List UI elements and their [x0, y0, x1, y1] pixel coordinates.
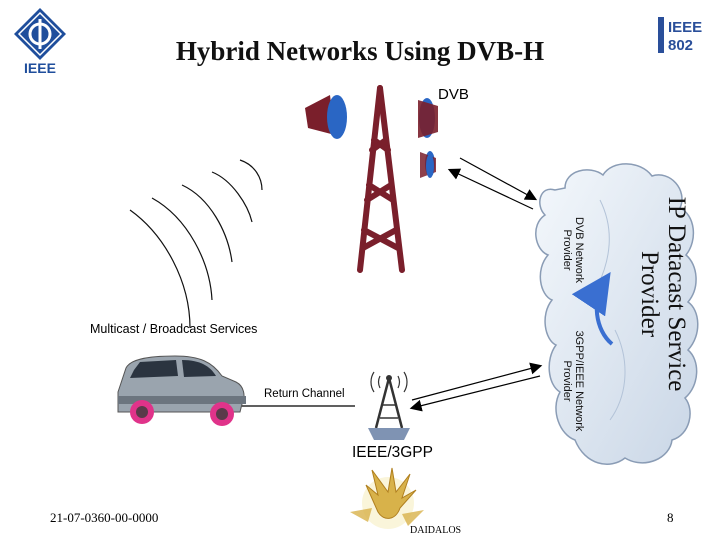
gpp-ieee-network-provider-label: 3GPP/IEEE Network Provider [561, 322, 585, 440]
arrow-cloud-to-tower [447, 168, 534, 210]
ieee-logo-text: IEEE [24, 60, 56, 76]
ieee-logo-icon: IEEE [14, 8, 66, 76]
arrow-cloud-to-celltower [409, 375, 541, 412]
broadcast-waves [129, 159, 263, 329]
ip-datacast-line-1: IP Datacast Service [663, 196, 690, 392]
gpp-provider-line-1: 3GPP/IEEE Network [573, 330, 585, 432]
car-icon [117, 355, 246, 426]
arrow-celltower-to-cloud [411, 362, 543, 401]
daidalos-label: DAIDALOS [410, 525, 462, 536]
return-channel-label: Return Channel [264, 388, 345, 400]
ieee802-logo-icon: IEEE 802 [658, 17, 702, 54]
footer-page-number: 8 [667, 510, 674, 525]
footer-document-number: 21-07-0360-00-0000 [50, 510, 159, 525]
ieee802-logo-text-bottom: 802 [668, 37, 693, 54]
dvb-label: DVB [438, 86, 469, 103]
ip-datacast-line-2: Provider [636, 250, 663, 338]
dvb-provider-line-2: Provider [561, 229, 573, 271]
broadcast-tower-icon [305, 85, 438, 273]
curved-arrow-icon [571, 272, 614, 346]
slide-title: Hybrid Networks Using DVB-H [175, 36, 545, 66]
gpp-provider-line-2: Provider [561, 360, 573, 402]
ieee-3gpp-label: IEEE/3GPP [352, 444, 433, 461]
dvb-provider-line-1: DVB Network [573, 216, 585, 284]
dvb-network-provider-label: DVB Network Provider [561, 205, 585, 295]
arrow-tower-to-cloud [459, 157, 538, 201]
multicast-broadcast-label: Multicast / Broadcast Services [90, 322, 258, 336]
ieee802-logo-text-top: IEEE [668, 19, 702, 36]
daidalos-logo-icon [350, 467, 424, 529]
ip-datacast-provider-label: IP Datacast Service Provider [636, 183, 690, 405]
provider-cloud [535, 163, 699, 465]
cell-tower-icon [368, 371, 410, 440]
